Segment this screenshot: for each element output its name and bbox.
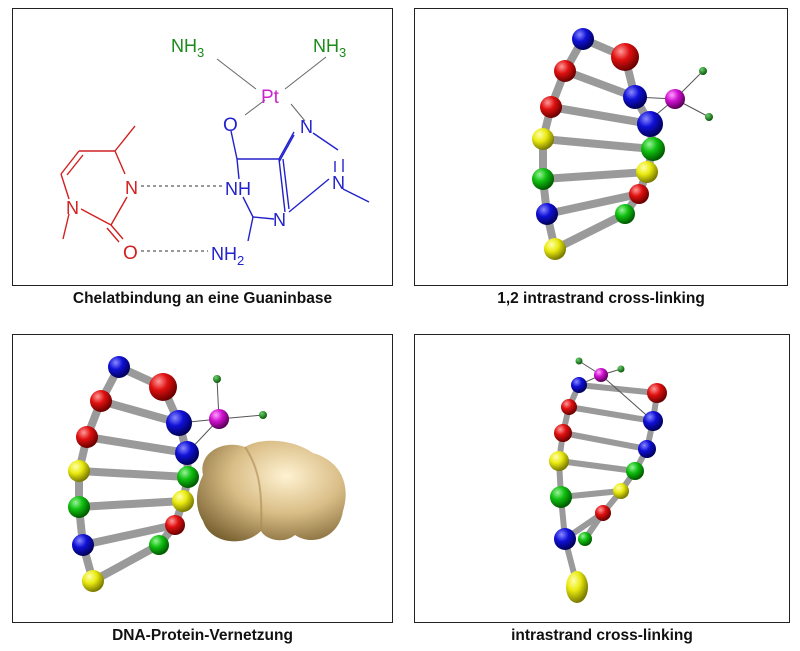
o-pyrimidine-label: O [123, 243, 138, 264]
guanine-chelate-structure: NH3 NH3 Pt O N N NH N NH2 N N O [60, 36, 370, 268]
nh3-left-label: NH3 [171, 36, 204, 60]
n-pyrimidine-label: N [125, 178, 138, 198]
panel-chelate-structure: NH3 NH3 Pt O N N NH N NH2 N N O [12, 8, 393, 286]
n-imidazole-right-label: N [332, 173, 345, 193]
panel-intrastrand [414, 334, 790, 623]
caption-12-intrastrand: 1,2 intrastrand cross-linking [497, 290, 705, 307]
caption-chelate: Chelatbindung an eine Guaninbase [72, 290, 333, 307]
nh2-label: NH2 [211, 244, 244, 268]
caption-dna-protein: DNA-Protein-Vernetzung [112, 627, 293, 644]
protein-surface [196, 440, 346, 542]
caption-intrastrand: intrastrand cross-linking [511, 627, 693, 644]
pt-label: Pt [261, 87, 280, 108]
n-ring-bottom-label: N [273, 210, 286, 230]
nh3-right-label: NH3 [313, 36, 346, 60]
panel-12-intrastrand [414, 8, 788, 286]
o-pt-label: O [223, 115, 238, 136]
n-imidazole-top-label: N [300, 117, 313, 137]
dna-protein-model [68, 356, 346, 592]
dna-model-intrastrand [549, 357, 667, 603]
panel-dna-protein [12, 334, 393, 623]
dna-model-12-intrastrand [532, 28, 713, 260]
n-pyrimidine-bottom-label: N [66, 198, 79, 218]
nh-ring-label: NH [225, 179, 251, 199]
